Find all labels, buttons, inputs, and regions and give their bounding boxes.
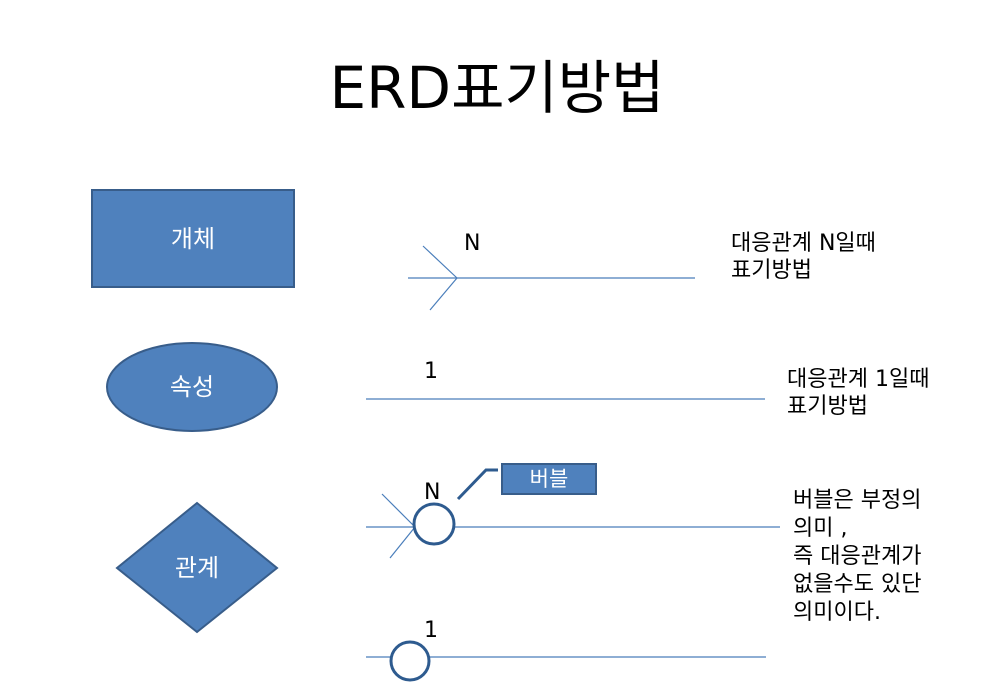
bubble-callout-leader	[456, 468, 498, 501]
bubble-n-crowfoot-lower	[389, 526, 416, 559]
bubble-n-crowfoot-upper	[381, 493, 416, 528]
attribute-ellipse	[106, 342, 278, 432]
n-description-line2: 표기방법	[731, 258, 812, 283]
one-description: 대응관계 1일때 표기방법	[787, 366, 929, 420]
n-cardinality-label: N	[464, 231, 481, 256]
one-description-line1: 대응관계 1일때	[787, 367, 930, 392]
n-crowfoot-lower	[429, 277, 458, 311]
n-description: 대응관계 N일때 표기방법	[731, 230, 876, 284]
one-description-line2: 표기방법	[787, 394, 868, 419]
attribute-label: 속성	[169, 373, 215, 401]
entity-rectangle	[91, 189, 295, 288]
entity-label: 개체	[170, 225, 216, 253]
page-title: ERD표기방법	[329, 54, 665, 122]
bubble-n-circle	[412, 502, 456, 546]
bubble-n-cardinality-label: N	[424, 480, 441, 505]
one-cardinality-label: 1	[424, 359, 438, 384]
bubble-callout: 버블	[501, 463, 597, 495]
n-crowfoot-upper	[422, 245, 458, 279]
relationship-label: 관계	[174, 554, 220, 582]
bubble-one-cardinality-label: 1	[424, 618, 438, 643]
relationship-diamond	[115, 501, 279, 634]
n-description-line1: 대응관계 N일때	[731, 231, 876, 256]
bubble-description: 버블은 부정의 의미 , 즉 대응관계가 없을수도 있단 의미이다.	[793, 488, 922, 625]
bubble-one-circle	[389, 640, 431, 682]
